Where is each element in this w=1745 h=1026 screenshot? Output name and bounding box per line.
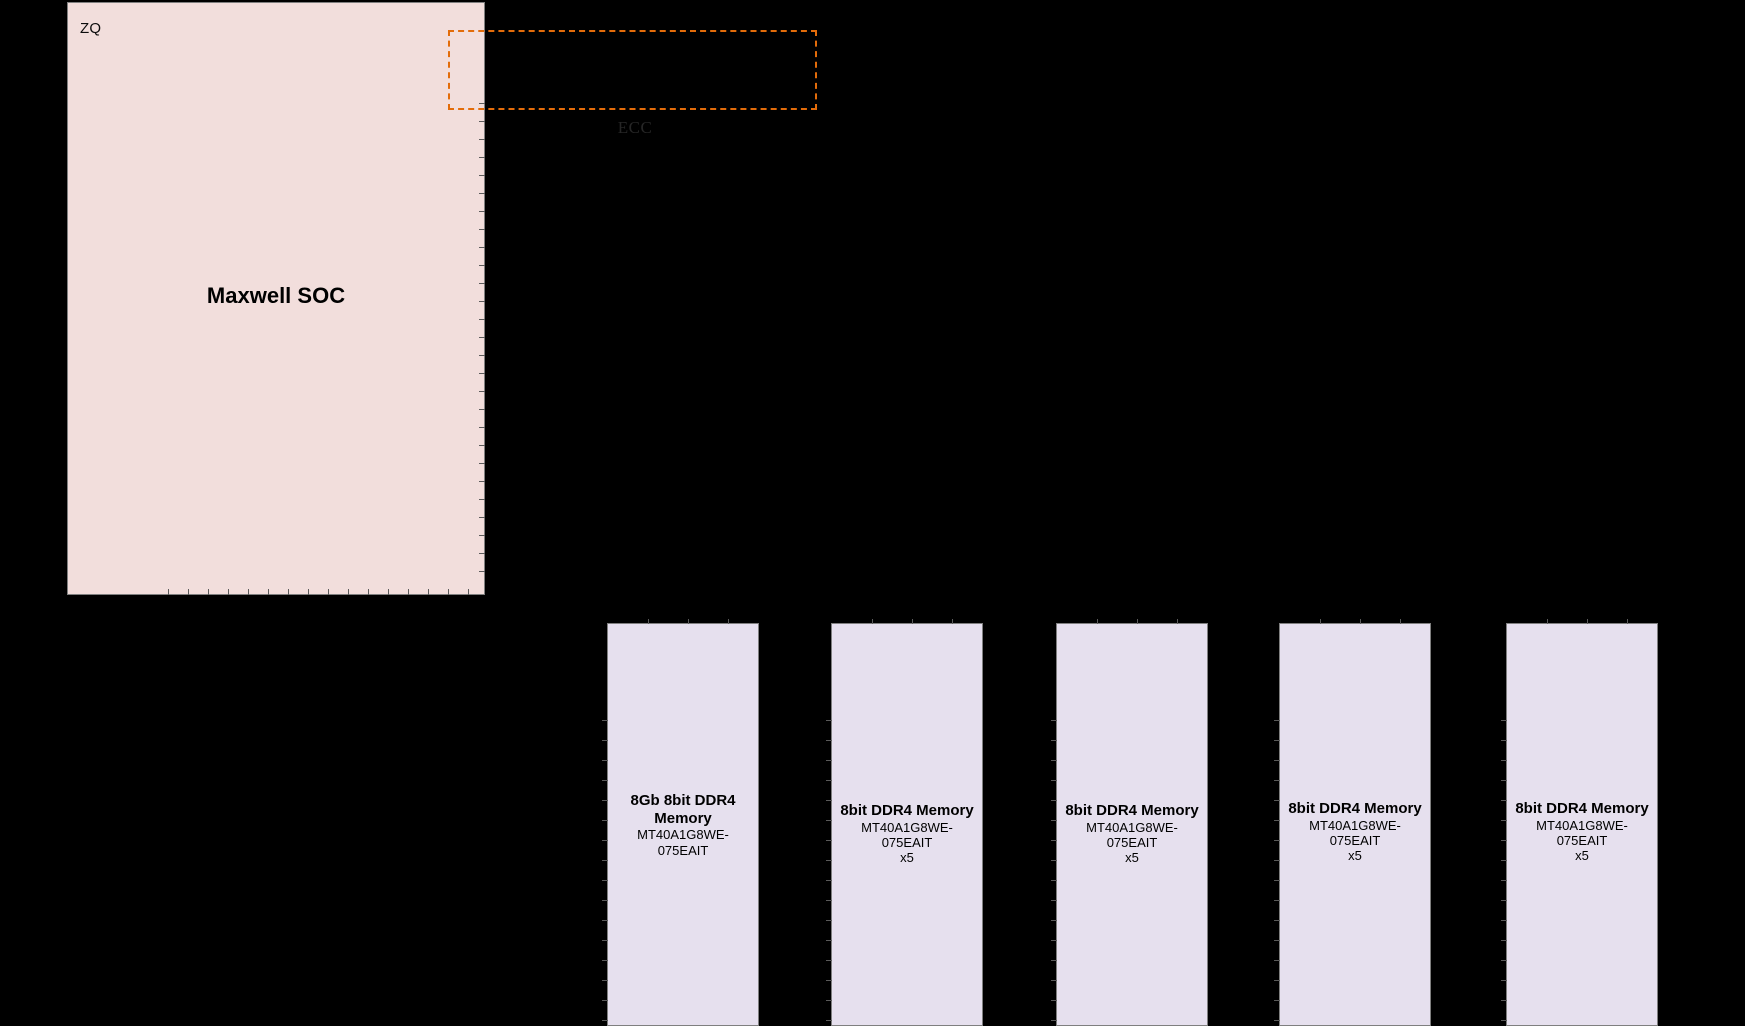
soc-bottom-pins xyxy=(68,589,484,595)
memory-part-number-line1: MT40A1G8WE- xyxy=(1536,817,1628,833)
memory-top-pins xyxy=(1057,619,1207,628)
memory-part-number-line1: MT40A1G8WE- xyxy=(1086,819,1178,835)
soc-zq-label: ZQ xyxy=(80,20,102,37)
memory-quantity: x5 xyxy=(1575,848,1589,864)
memory-title-line1: 8Gb 8bit DDR4 xyxy=(630,792,736,809)
memory-title-line1: 8bit DDR4 Memory xyxy=(1065,802,1199,819)
memory-title-line1: 8bit DDR4 Memory xyxy=(840,802,974,819)
memory-top-pins xyxy=(608,619,758,628)
memory-top-pins xyxy=(1507,619,1657,628)
memory-left-pins xyxy=(1274,624,1285,1025)
memory-part-number-line2: 075EAIT xyxy=(881,835,933,851)
memory-left-pins xyxy=(826,624,837,1025)
memory-left-pins xyxy=(1051,624,1062,1025)
memory-quantity: x5 xyxy=(1125,850,1139,866)
memory-quantity: x5 xyxy=(900,850,914,866)
memory-part-number-line2: 075EAIT xyxy=(657,842,709,858)
soc-right-pins xyxy=(479,3,485,594)
memory-part-number-line1: MT40A1G8WE- xyxy=(1309,817,1401,833)
memory-quantity: x5 xyxy=(1348,848,1362,864)
memory-part-number-line2: 075EAIT xyxy=(1106,835,1158,851)
memory-title-line1: 8bit DDR4 Memory xyxy=(1515,800,1649,817)
ecc-highlight-box[interactable] xyxy=(448,30,817,110)
memory-title-line2: Memory xyxy=(654,809,712,827)
memory-part-number-line1: MT40A1G8WE- xyxy=(861,819,953,835)
soc-title: Maxwell SOC xyxy=(206,283,346,308)
soc-block[interactable]: ZQ Maxwell SOC xyxy=(67,2,485,595)
memory-left-pins xyxy=(1501,624,1512,1025)
memory-part-number-line1: MT40A1G8WE- xyxy=(637,827,729,843)
memory-title-line1: 8bit DDR4 Memory xyxy=(1288,800,1422,817)
ecc-label: ECC xyxy=(617,118,653,137)
memory-part-number-line2: 075EAIT xyxy=(1329,833,1381,849)
memory-top-pins xyxy=(1280,619,1430,628)
memory-left-pins xyxy=(602,624,613,1025)
memory-part-number-line2: 075EAIT xyxy=(1556,833,1608,849)
memory-top-pins xyxy=(832,619,982,628)
